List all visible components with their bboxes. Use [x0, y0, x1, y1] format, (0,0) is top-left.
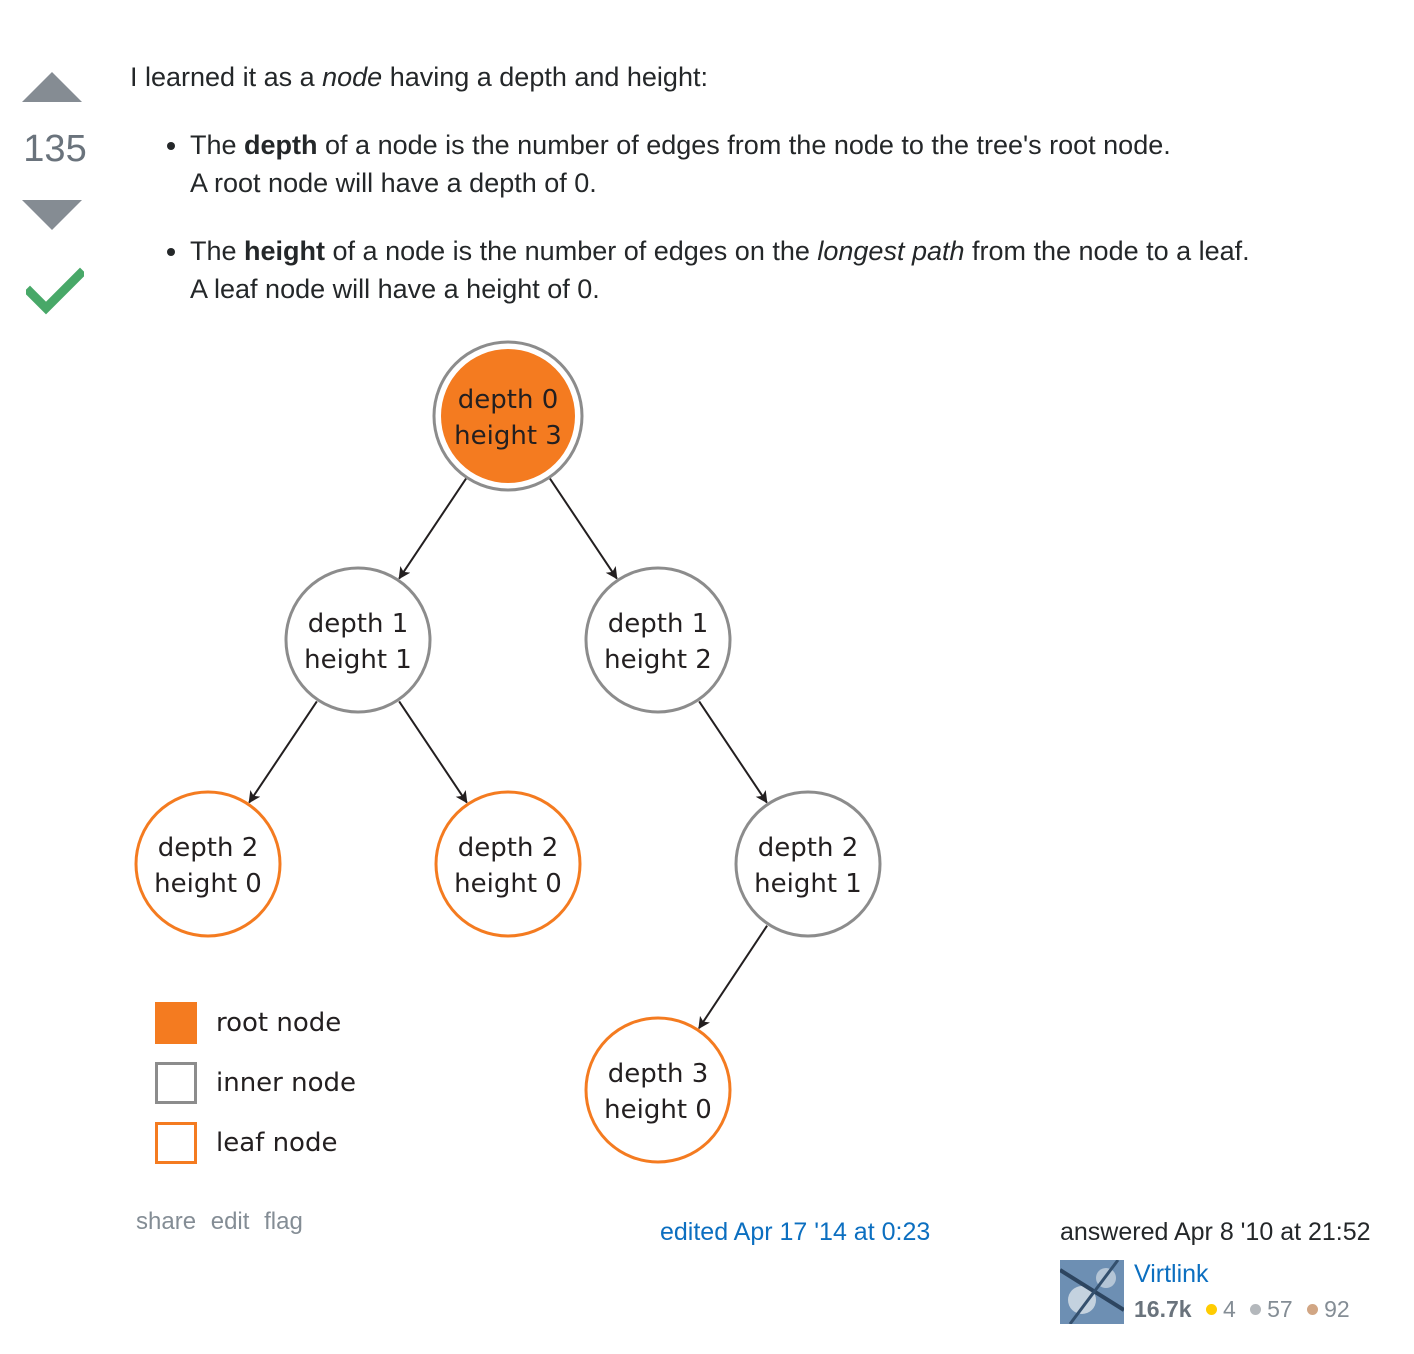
vote-count: 135 — [23, 128, 87, 170]
node-depth-label: depth 0 — [458, 385, 558, 415]
gold-badge-icon — [1205, 1303, 1217, 1315]
legend-item-root: root node — [155, 1002, 341, 1044]
avatar[interactable] — [1060, 1260, 1124, 1324]
downvote-arrow-icon[interactable] — [22, 200, 82, 230]
node-depth-label: depth 3 — [608, 1059, 708, 1089]
intro-paragraph: I learned it as a node having a depth an… — [130, 58, 1400, 96]
answered-timestamp: answered Apr 8 '10 at 21:52 — [1060, 1218, 1371, 1246]
node-height-label: height 1 — [304, 645, 412, 675]
definition-list: The depth of a node is the number of edg… — [130, 126, 1400, 308]
legend-swatch-root — [155, 1002, 197, 1044]
tree-node-root: depth 0 height 3 — [432, 340, 584, 492]
bullet-text-end: from the node to a leaf. — [964, 236, 1250, 266]
node-depth-label: depth 1 — [608, 609, 708, 639]
bullet-note: A root node will have a depth of 0. — [190, 168, 597, 198]
user-name-link[interactable]: Virtlink — [1134, 1260, 1209, 1288]
tree-node-leaf: depth 2 height 0 — [434, 790, 582, 938]
edit-link[interactable]: edit — [210, 1208, 250, 1235]
post-body: I learned it as a node having a depth an… — [130, 58, 1400, 338]
tree-edge-arrow — [398, 700, 468, 804]
tree-node-inner: depth 2 height 1 — [734, 790, 882, 938]
node-height-label: height 0 — [154, 869, 262, 899]
legend-swatch-inner — [155, 1062, 197, 1104]
tree-node-inner: depth 1 height 2 — [584, 566, 732, 714]
flag-link[interactable]: flag — [264, 1208, 303, 1235]
gold-badge-count: 4 — [1222, 1296, 1236, 1322]
bullet-term: height — [244, 236, 326, 266]
bullet-lead: The — [190, 236, 245, 266]
intro-emphasis: node — [322, 62, 383, 92]
silver-badge-count: 57 — [1267, 1296, 1293, 1322]
node-depth-label: depth 2 — [458, 833, 558, 863]
legend-item-leaf: leaf node — [155, 1122, 337, 1164]
bullet-emphasis: longest path — [817, 236, 965, 266]
user-stats: 16.7k 4 57 92 — [1134, 1296, 1350, 1323]
node-height-label: height 0 — [604, 1095, 712, 1125]
avatar-image — [1060, 1260, 1124, 1324]
silver-badge-icon — [1250, 1303, 1262, 1315]
accepted-checkmark-icon — [26, 267, 84, 315]
tree-edge-arrow — [398, 476, 468, 580]
tree-edge-arrow — [548, 476, 618, 580]
tree-node-leaf: depth 3 height 0 — [584, 1016, 732, 1164]
share-link[interactable]: share — [136, 1208, 197, 1235]
node-height-label: height 2 — [604, 645, 712, 675]
node-depth-label: depth 2 — [758, 833, 858, 863]
tree-edge-arrow — [698, 700, 768, 804]
bullet-term: depth — [244, 130, 318, 160]
node-depth-label: depth 2 — [158, 833, 258, 863]
edited-timestamp-link[interactable]: edited Apr 17 '14 at 0:23 — [660, 1218, 931, 1246]
node-height-label: height 3 — [454, 421, 562, 451]
bullet-note: A leaf node will have a height of 0. — [190, 274, 600, 304]
node-height-label: height 0 — [454, 869, 562, 899]
node-height-label: height 1 — [754, 869, 862, 899]
bullet-lead: The — [190, 130, 245, 160]
bronze-badge-count: 92 — [1324, 1296, 1350, 1322]
tree-edge-arrow — [248, 700, 318, 804]
reputation-score: 16.7k — [1134, 1296, 1192, 1322]
list-item-height: The height of a node is the number of ed… — [190, 232, 1400, 308]
node-depth-label: depth 1 — [308, 609, 408, 639]
legend-swatch-leaf — [155, 1122, 197, 1164]
list-item-depth: The depth of a node is the number of edg… — [190, 126, 1400, 202]
bullet-text: of a node is the number of edges on the — [325, 236, 818, 266]
legend-item-inner: inner node — [155, 1062, 356, 1104]
intro-text: I learned it as a — [130, 62, 323, 92]
legend-label: inner node — [216, 1068, 356, 1098]
post-menu: share edit flag — [136, 1208, 311, 1236]
legend-label: root node — [216, 1008, 341, 1038]
bronze-badge-icon — [1307, 1303, 1319, 1315]
intro-text-end: having a depth and height: — [382, 62, 708, 92]
tree-node-leaf: depth 2 height 0 — [134, 790, 282, 938]
tree-node-inner: depth 1 height 1 — [284, 566, 432, 714]
upvote-arrow-icon[interactable] — [22, 72, 82, 102]
tree-edge-arrow — [698, 925, 768, 1030]
bullet-text: of a node is the number of edges from th… — [317, 130, 1171, 160]
legend-label: leaf node — [216, 1128, 337, 1158]
